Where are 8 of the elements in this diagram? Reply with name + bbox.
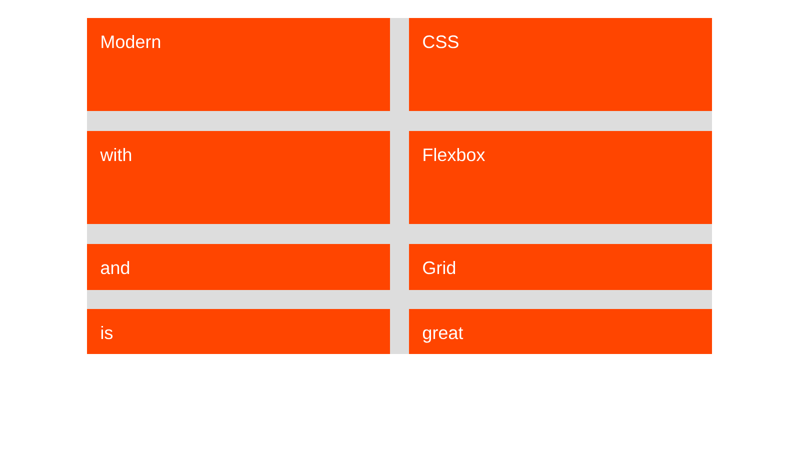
grid-cell: CSS (409, 18, 712, 111)
grid-cell: is (87, 309, 390, 354)
grid-cell: Flexbox (409, 131, 712, 224)
grid-cell: and (87, 244, 390, 290)
grid-cell: Modern (87, 18, 390, 111)
grid-cell: Grid (409, 244, 712, 290)
grid-cell: with (87, 131, 390, 224)
grid-cell: great (409, 309, 712, 354)
